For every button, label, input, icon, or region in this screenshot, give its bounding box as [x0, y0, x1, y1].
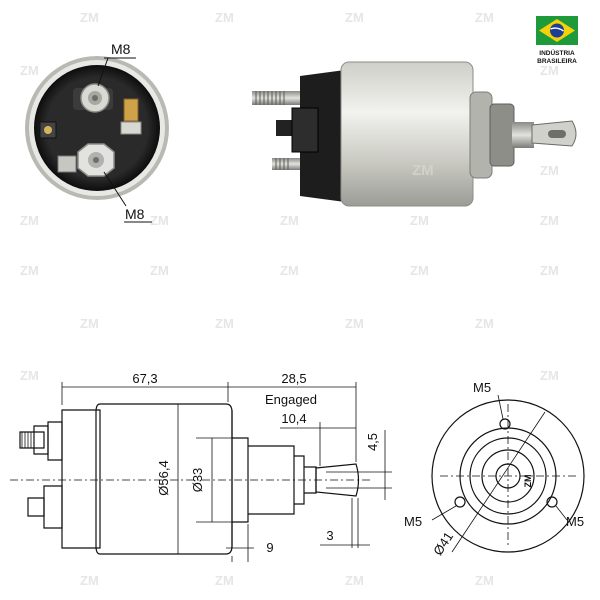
badge-line-2: BRASILEIRA	[537, 58, 577, 65]
side-dimension-drawing	[10, 382, 392, 562]
right-hole-label: M5	[566, 514, 584, 529]
watermark-text: ZM	[150, 263, 169, 278]
right-hole	[546, 496, 558, 508]
dim-flange-width: 9	[266, 540, 273, 555]
dim-plunger-length: 28,5	[281, 371, 306, 386]
end-view-drawing	[431, 394, 585, 553]
dim-hole-offset: 4,5	[365, 433, 380, 451]
watermark-text: ZM	[215, 573, 234, 588]
watermark-text: ZM	[345, 316, 364, 331]
pcd-label: Ø41	[430, 529, 456, 558]
watermark-text: ZM	[475, 573, 494, 588]
watermark-text: ZM	[20, 368, 39, 383]
watermark-text: ZM	[80, 10, 99, 25]
badge-line-1: INDÚSTRIA	[539, 48, 575, 57]
watermark-text: ZM	[540, 63, 559, 78]
watermark-text: ZM	[280, 213, 299, 228]
watermark-text: ZM	[215, 10, 234, 25]
watermark-text: ZM	[410, 263, 429, 278]
watermark-text: ZM	[20, 213, 39, 228]
top-hole	[499, 418, 511, 430]
watermark-text: ZM	[20, 263, 39, 278]
watermark-text: ZM	[540, 213, 559, 228]
top-stud-label: M8	[111, 41, 131, 57]
top-hole-label: M5	[473, 380, 491, 395]
left-hole-label: M5	[404, 514, 422, 529]
watermark-text: ZM	[280, 263, 299, 278]
watermark-text: ZM	[345, 573, 364, 588]
center-mark: ZM	[523, 475, 533, 488]
watermark-text: ZM	[540, 163, 559, 178]
small-terminal	[123, 98, 139, 122]
solenoid-body	[340, 61, 474, 207]
terminal-cap	[300, 70, 345, 202]
brazil-flag-badge: INDÚSTRIA BRASILEIRA	[536, 16, 578, 65]
left-hole	[454, 496, 466, 508]
side-product-photo: ZM	[252, 61, 577, 207]
watermark-text: ZM	[215, 316, 234, 331]
watermark-text: ZM	[475, 316, 494, 331]
brand-mark: ZM	[412, 162, 434, 179]
terminal-end-photo: M8 M8	[25, 41, 169, 223]
watermark-text: ZM	[80, 573, 99, 588]
watermark-text: ZM	[80, 316, 99, 331]
watermark-text: ZM	[540, 263, 559, 278]
watermark-layer: ZM ZM ZM ZM ZM ZM ZM ZM ZM ZM ZM ZM ZM Z…	[20, 10, 559, 588]
engaged-label: Engaged	[265, 392, 317, 407]
end-view-labels: M5 M5 M5 Ø41 ZM	[404, 380, 584, 558]
watermark-text: ZM	[20, 63, 39, 78]
dim-plunger-diameter: Ø33	[190, 468, 205, 493]
watermark-text: ZM	[410, 213, 429, 228]
bottom-stud-label: M8	[125, 206, 145, 222]
dim-body-length: 67,3	[132, 371, 157, 386]
watermark-text: ZM	[475, 10, 494, 25]
watermark-text: ZM	[345, 10, 364, 25]
dim-tip-width: 3	[326, 528, 333, 543]
side-dimension-labels: 67,3 28,5 Engaged 10,4 4,5 Ø56,4 Ø33 9 3	[132, 371, 380, 555]
dim-engaged-travel: 10,4	[281, 411, 306, 426]
watermark-text: ZM	[150, 213, 169, 228]
watermark-text: ZM	[540, 368, 559, 383]
dim-body-diameter: Ø56,4	[156, 460, 171, 495]
